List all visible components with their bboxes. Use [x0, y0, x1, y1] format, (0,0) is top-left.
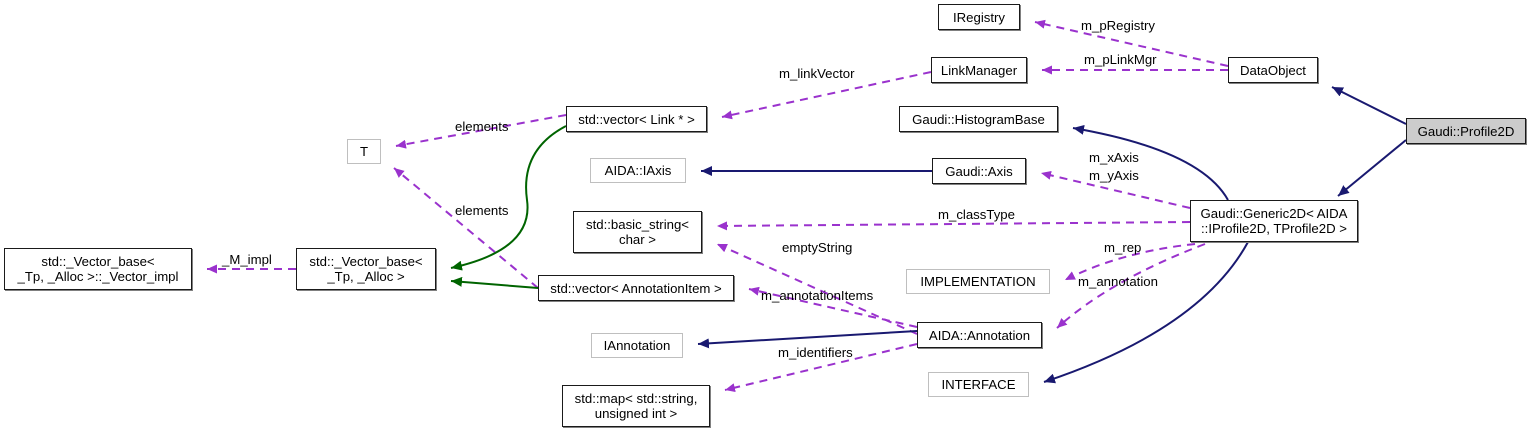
node-dataobject[interactable]: DataObject	[1228, 57, 1318, 83]
node-std-vector-base[interactable]: std::_Vector_base< _Tp, _Alloc >	[296, 248, 436, 290]
edge-label-m-annotation: m_annotation	[1078, 274, 1158, 289]
edge-label-elements-bottom: elements	[455, 203, 509, 218]
node-gaudi-profile2d[interactable]: Gaudi::Profile2D	[1406, 118, 1526, 144]
edge-label-m-impl: _M_impl	[222, 252, 272, 267]
edge-label-m-identifiers: m_identifiers	[778, 345, 853, 360]
edge-vectorlink-vectorbase	[450, 125, 567, 271]
edge-profile2d-dataobject	[1331, 86, 1407, 125]
node-gaudi-axis[interactable]: Gaudi::Axis	[932, 158, 1026, 184]
node-aida-iaxis[interactable]: AIDA::IAxis	[590, 158, 686, 183]
node-implementation[interactable]: IMPLEMENTATION	[906, 269, 1050, 294]
node-gaudi-histogrambase[interactable]: Gaudi::HistogramBase	[899, 106, 1058, 132]
node-std-map-string[interactable]: std::map< std::string, unsigned int >	[562, 385, 710, 427]
node-t[interactable]: T	[347, 139, 381, 164]
edge-label-m-classtype: m_classType	[938, 207, 1015, 222]
edge-label-m-linkvector: m_linkVector	[779, 66, 855, 81]
edge-label-emptystring: emptyString	[782, 240, 853, 255]
node-std-basic-string[interactable]: std::basic_string< char >	[573, 211, 702, 253]
edge-label-elements-top: elements	[455, 119, 509, 134]
node-iannotation[interactable]: IAnnotation	[591, 333, 683, 358]
edge-label-m-xaxis: m_xAxis	[1089, 150, 1139, 165]
edge-label-m-annotationitems: m_annotationItems	[761, 288, 874, 303]
edge-label-m-yaxis: m_yAxis	[1089, 168, 1139, 183]
node-aida-annotation[interactable]: AIDA::Annotation	[917, 322, 1042, 348]
edge-profile2d-generic2d	[1337, 139, 1407, 197]
edge-label-m-pregistry: m_pRegistry	[1081, 18, 1156, 33]
node-std-vector-link[interactable]: std::vector< Link * >	[566, 106, 707, 132]
node-std-vector-annotationitem[interactable]: std::vector< AnnotationItem >	[538, 275, 734, 301]
edge-annotation-iannotation	[697, 330, 918, 349]
node-gaudi-generic2d[interactable]: Gaudi::Generic2D< AIDA ::IProfile2D, TPr…	[1190, 200, 1358, 242]
edge-vectorannotation-vectorbase	[450, 276, 539, 289]
edge-label-m-plinkmgr: m_pLinkMgr	[1084, 52, 1157, 67]
edge-m_classType	[716, 221, 1191, 231]
node-iregistry[interactable]: IRegistry	[938, 4, 1020, 30]
usage-edges	[207, 19, 1229, 393]
edge-label-m-rep: m_rep	[1104, 240, 1142, 255]
edge-generic2d-interface	[1043, 241, 1249, 384]
node-interface[interactable]: INTERFACE	[928, 372, 1029, 397]
node-std-vector-base-impl[interactable]: std::_Vector_base< _Tp, _Alloc >::_Vecto…	[4, 248, 192, 290]
node-linkmanager[interactable]: LinkManager	[931, 57, 1027, 83]
